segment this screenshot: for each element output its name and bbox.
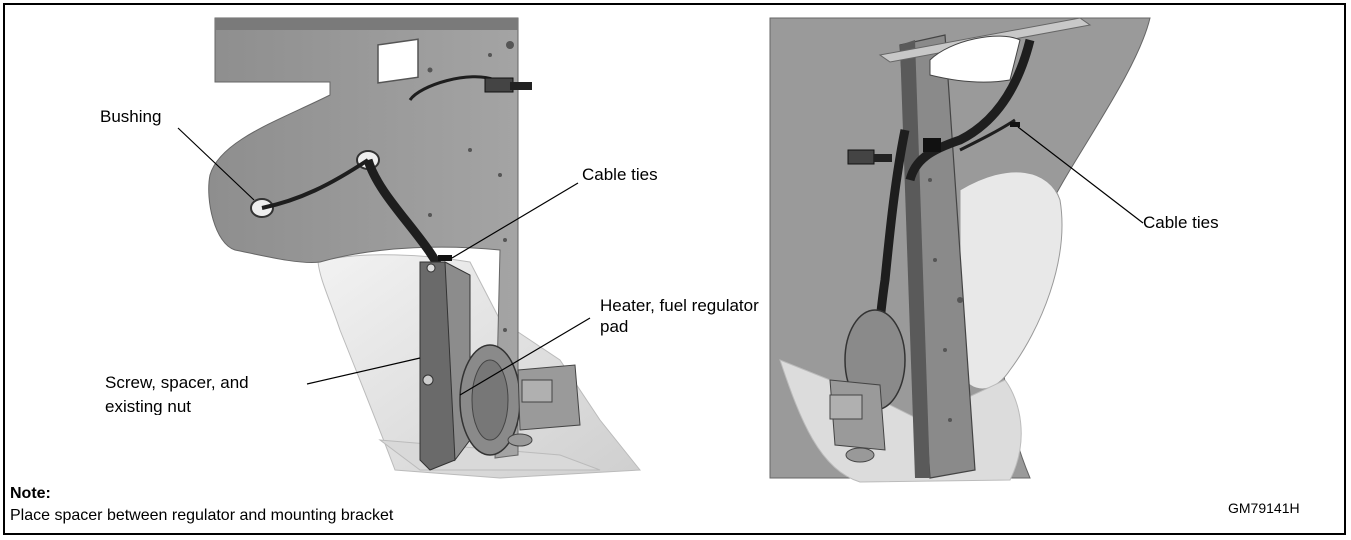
left-back-plate (208, 17, 519, 459)
label-cable-ties-right: Cable ties (1143, 213, 1219, 232)
right-assembly (769, 17, 1151, 483)
figure-frame (3, 3, 1346, 535)
label-cable-ties-left: Cable ties (582, 165, 658, 184)
label-screw-line2: existing nut (105, 397, 191, 415)
label-heater-line2: pad (600, 317, 629, 336)
label-heater-line1: Heater, fuel regulator (600, 296, 759, 315)
label-screw-line1: Screw, spacer, and (105, 373, 249, 392)
note-title: Note: (10, 485, 51, 502)
figure-code: GM79141H (1228, 500, 1300, 516)
left-assembly (208, 17, 641, 479)
label-bushing: Bushing (100, 107, 162, 126)
leader-lines (177, 126, 1144, 396)
note-text: Place spacer between regulator and mount… (10, 507, 394, 524)
